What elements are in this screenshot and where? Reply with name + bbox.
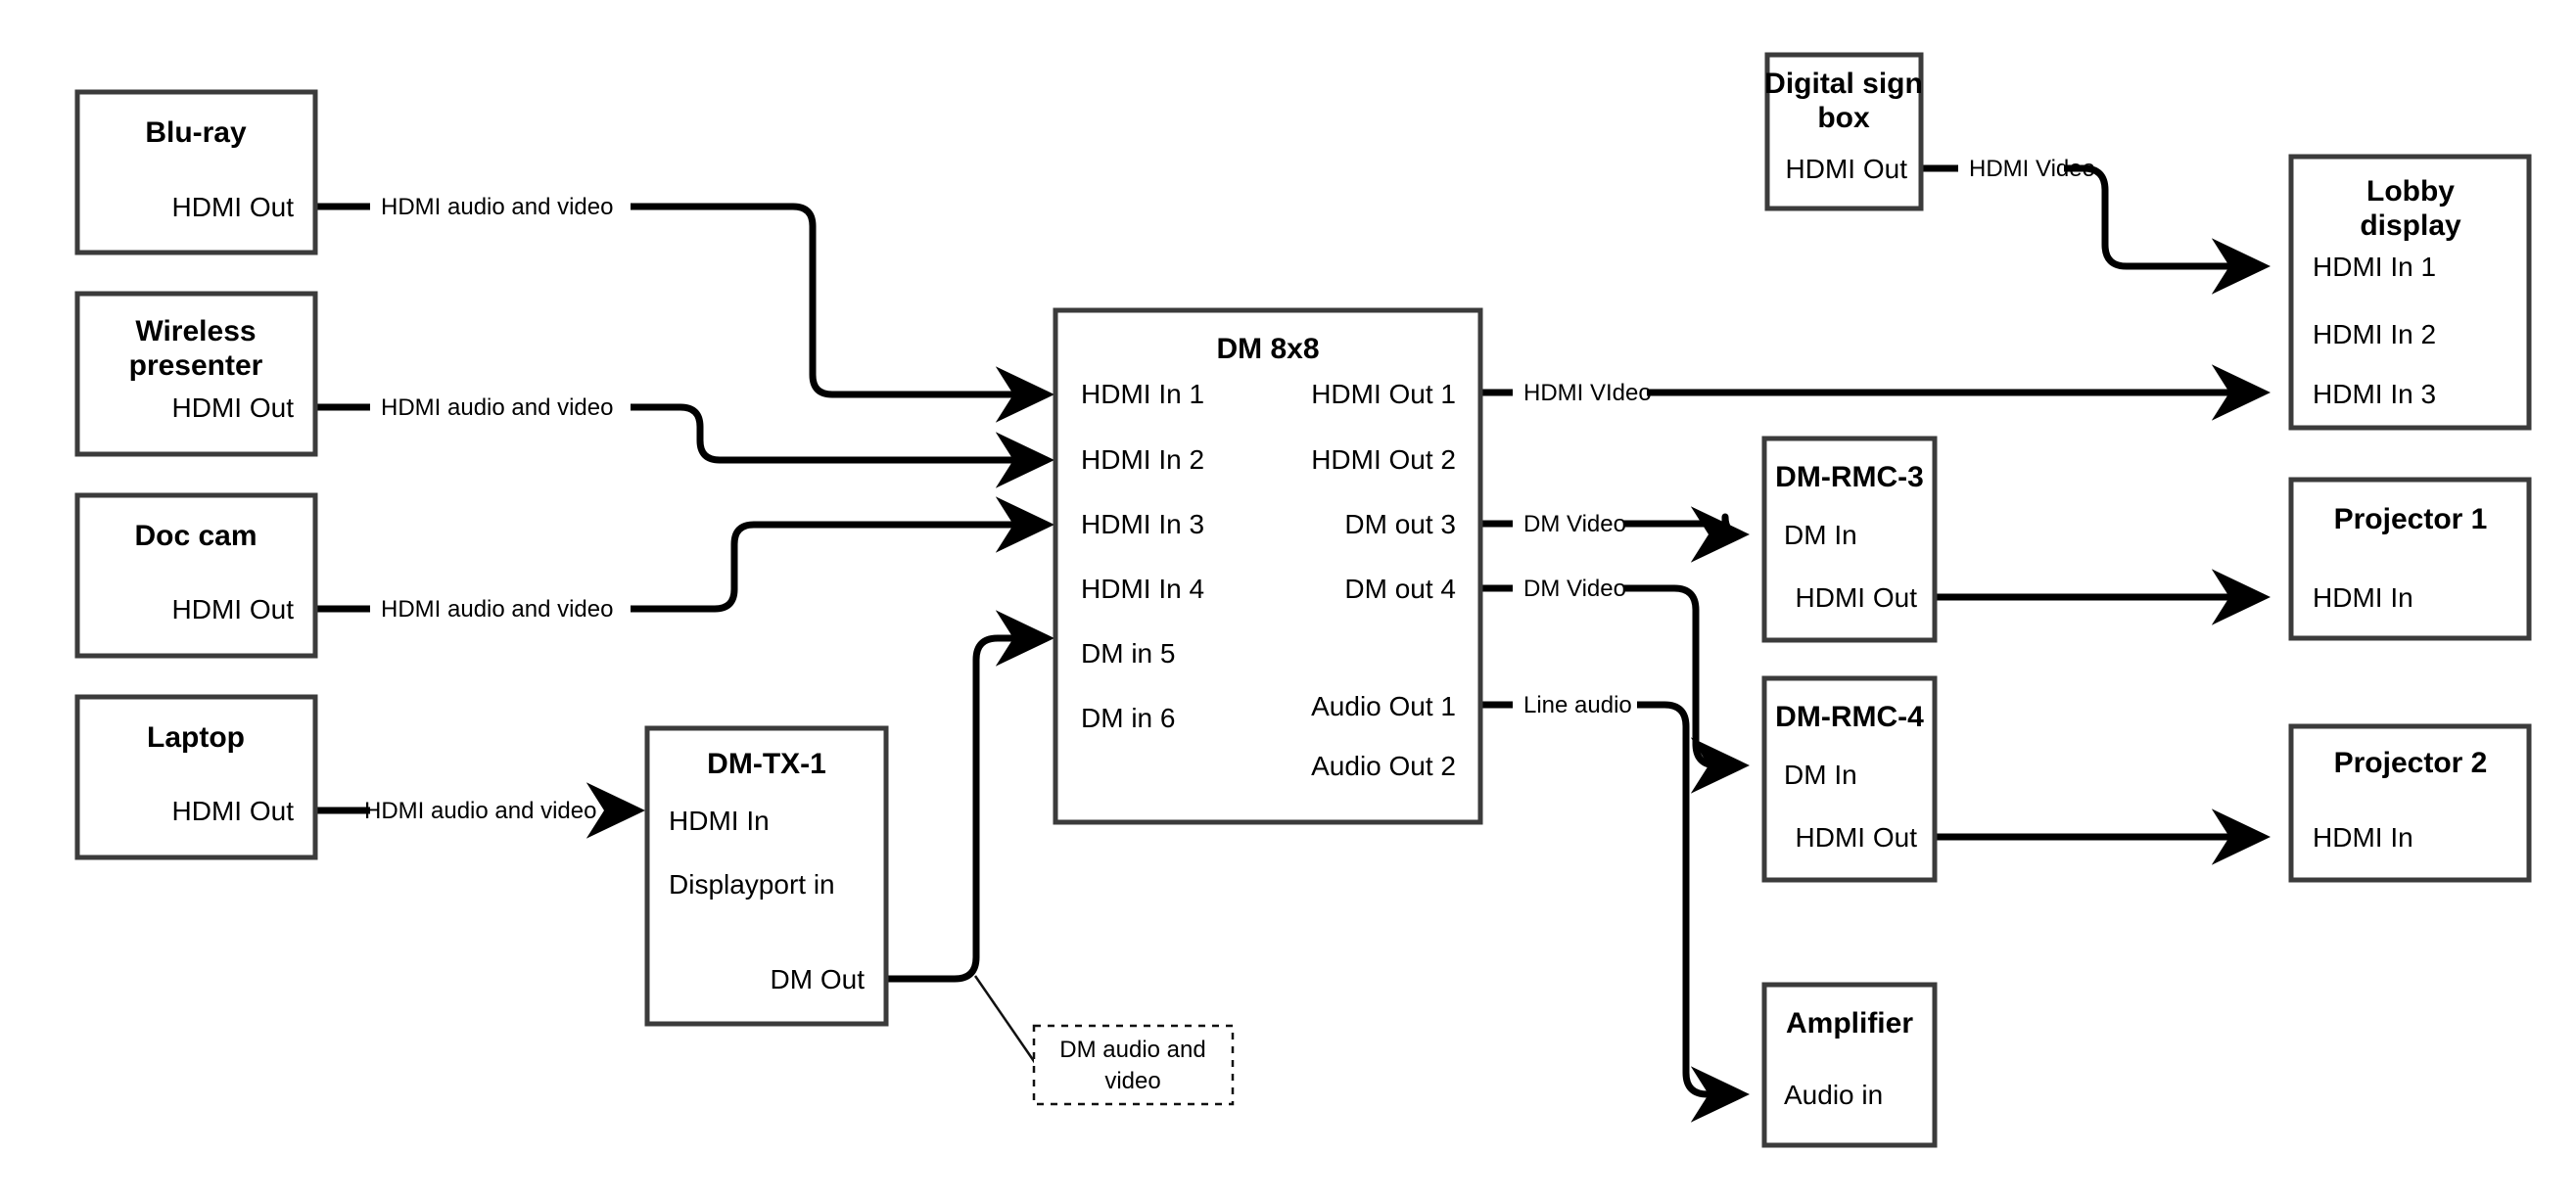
node-dm-rmc-3-port-dm-in: DM In <box>1784 520 1857 550</box>
node-wireless-presenter[interactable]: Wireless presenter HDMI Out <box>74 291 318 457</box>
node-projector-1[interactable]: Projector 1 HDMI In <box>2288 477 2532 641</box>
node-dm-8x8-output-dm-out-3: DM out 3 <box>1344 509 1456 539</box>
wire-label-c8: DM Video <box>1523 576 1626 602</box>
node-dm-tx-1-title: DM-TX-1 <box>707 748 826 780</box>
node-wireless-presenter-port-hdmi-out: HDMI Out <box>172 393 295 423</box>
node-bluray-box[interactable] <box>74 89 318 255</box>
node-laptop-port-hdmi-out: HDMI Out <box>172 796 295 826</box>
node-dm-rmc-3-port-hdmi-out: HDMI Out <box>1796 582 1918 613</box>
node-laptop-box[interactable] <box>74 694 318 860</box>
node-bluray-port-hdmi-out: HDMI Out <box>172 192 295 222</box>
wire-label-c3: HDMI audio and video <box>381 596 613 623</box>
node-dm-8x8-input-dm-in-5: DM in 5 <box>1081 638 1175 669</box>
node-dm-rmc-4[interactable]: DM-RMC-4 DM In HDMI Out <box>1761 675 1938 883</box>
node-dm-8x8-title: DM 8x8 <box>1216 333 1319 365</box>
callout-dm-audio-and-video: DM audio and video <box>1032 1024 1235 1106</box>
wire-label-c6: HDMI VIdeo <box>1523 380 1652 406</box>
node-doc-cam[interactable]: Doc cam HDMI Out <box>74 492 318 659</box>
node-amplifier-box[interactable] <box>1761 982 1938 1148</box>
connection-dm8x8-to-dmrmc3: DM Video <box>1478 506 1750 563</box>
node-doc-cam-port-hdmi-out: HDMI Out <box>172 594 295 624</box>
connection-wireless-to-dm8x8: HDMI audio and video <box>315 394 1055 488</box>
node-dm-tx-1[interactable]: DM-TX-1 HDMI In Displayport in DM Out <box>644 725 889 1027</box>
node-digital-sign-box-title-line1: Digital sign <box>1764 68 1923 100</box>
node-projector-2-port-hdmi-in: HDMI In <box>2313 822 2413 853</box>
node-projector-1-title: Projector 1 <box>2334 503 2488 535</box>
node-lobby-display-title-line1: Lobby <box>2366 175 2455 208</box>
node-projector-2-title: Projector 2 <box>2334 747 2488 779</box>
node-digital-sign-box-port-hdmi-out: HDMI Out <box>1786 154 1908 184</box>
node-lobby-display-port-hdmi-in-1: HDMI In 1 <box>2313 252 2436 282</box>
node-amplifier[interactable]: Amplifier Audio in <box>1761 982 1938 1148</box>
node-wireless-presenter-title-line2: presenter <box>129 349 263 382</box>
node-wireless-presenter-title-line1: Wireless <box>135 315 256 347</box>
node-lobby-display[interactable]: Lobby display HDMI In 1 HDMI In 2 HDMI I… <box>2288 154 2532 431</box>
node-amplifier-title: Amplifier <box>1786 1007 1913 1039</box>
node-dm-tx-1-port-hdmi-in: HDMI In <box>669 806 770 836</box>
node-laptop-title: Laptop <box>147 721 245 754</box>
connection-dmtx1-to-dm8x8 <box>886 610 1055 1068</box>
wire-label-c2: HDMI audio and video <box>381 394 613 421</box>
node-projector-1-box[interactable] <box>2288 477 2532 641</box>
node-laptop[interactable]: Laptop HDMI Out <box>74 694 318 860</box>
node-lobby-display-box[interactable] <box>2288 154 2532 431</box>
node-dm-rmc-3-box[interactable] <box>1761 436 1938 643</box>
node-dm-8x8-input-hdmi-in-2: HDMI In 2 <box>1081 444 1204 475</box>
wire-label-c4: HDMI audio and video <box>364 798 596 824</box>
node-projector-2-box[interactable] <box>2288 723 2532 883</box>
node-digital-sign-box-box[interactable] <box>1764 52 1924 211</box>
node-dm-tx-1-port-dm-out: DM Out <box>771 964 866 994</box>
node-dm-rmc-4-box[interactable] <box>1761 675 1938 883</box>
node-wireless-presenter-box[interactable] <box>74 291 318 457</box>
node-doc-cam-title: Doc cam <box>134 520 257 552</box>
connection-dm8x8-to-amplifier: Line audio <box>1478 692 1751 1123</box>
node-dm-rmc-4-port-hdmi-out: HDMI Out <box>1796 822 1918 853</box>
node-dm-rmc-4-port-dm-in: DM In <box>1784 760 1857 790</box>
node-dm-tx-1-box[interactable] <box>644 725 889 1027</box>
node-lobby-display-port-hdmi-in-3: HDMI In 3 <box>2313 379 2436 409</box>
callout-leader-line <box>973 975 1040 1068</box>
node-bluray[interactable]: Blu-ray HDMI Out <box>74 89 318 255</box>
connection-digitalsign-to-lobby: HDMI Video <box>1921 156 2272 295</box>
node-dm-8x8-output-dm-out-4: DM out 4 <box>1344 574 1456 604</box>
callout-text-line2: video <box>1104 1068 1160 1094</box>
callout-text-line1: DM audio and <box>1059 1037 1205 1063</box>
wire-label-c9: Line audio <box>1523 692 1632 718</box>
connection-bluray-to-dm8x8: HDMI audio and video <box>315 194 1055 423</box>
node-amplifier-port-audio-in: Audio in <box>1784 1080 1883 1110</box>
node-digital-sign-box[interactable]: Digital sign box HDMI Out <box>1764 52 1924 211</box>
node-digital-sign-box-title-line2: box <box>1817 102 1870 134</box>
node-doc-cam-box[interactable] <box>74 492 318 659</box>
connection-laptop-to-dmtx1: HDMI audio and video <box>315 782 646 839</box>
node-dm-8x8-input-dm-in-6: DM in 6 <box>1081 703 1175 733</box>
node-lobby-display-port-hdmi-in-2: HDMI In 2 <box>2313 319 2436 349</box>
wire-label-c10: HDMI Video <box>1969 156 2095 182</box>
node-dm-rmc-4-title: DM-RMC-4 <box>1775 701 1924 733</box>
node-dm-8x8[interactable]: DM 8x8 HDMI In 1 HDMI In 2 HDMI In 3 HDM… <box>1053 307 1483 825</box>
node-projector-2[interactable]: Projector 2 HDMI In <box>2288 723 2532 883</box>
node-dm-8x8-input-hdmi-in-1: HDMI In 1 <box>1081 379 1204 409</box>
node-dm-8x8-input-hdmi-in-3: HDMI In 3 <box>1081 509 1204 539</box>
node-dm-8x8-output-audio-out-1: Audio Out 1 <box>1311 691 1456 721</box>
node-lobby-display-title-line2: display <box>2360 209 2461 242</box>
connection-doccam-to-dm8x8: HDMI audio and video <box>315 496 1055 623</box>
connection-dm8x8-to-dmrmc4: DM Video <box>1478 576 1751 794</box>
node-dm-tx-1-port-displayport-in: Displayport in <box>669 869 835 900</box>
node-dm-8x8-output-hdmi-out-1: HDMI Out 1 <box>1311 379 1456 409</box>
wire-label-c7: DM Video <box>1523 511 1626 537</box>
node-dm-rmc-3[interactable]: DM-RMC-3 DM In HDMI Out <box>1761 436 1938 643</box>
node-dm-rmc-3-title: DM-RMC-3 <box>1775 461 1924 493</box>
wire-label-c1: HDMI audio and video <box>381 194 613 220</box>
node-dm-8x8-box[interactable] <box>1053 307 1483 825</box>
connection-dm8x8-to-lobby-hdmi3: HDMI VIdeo <box>1478 364 2272 421</box>
node-bluray-title: Blu-ray <box>145 116 247 149</box>
node-dm-8x8-output-hdmi-out-2: HDMI Out 2 <box>1311 444 1456 475</box>
node-dm-8x8-output-audio-out-2: Audio Out 2 <box>1311 751 1456 781</box>
node-projector-1-port-hdmi-in: HDMI In <box>2313 582 2413 613</box>
callout-box <box>1032 1024 1235 1106</box>
node-dm-8x8-input-hdmi-in-4: HDMI In 4 <box>1081 574 1204 604</box>
